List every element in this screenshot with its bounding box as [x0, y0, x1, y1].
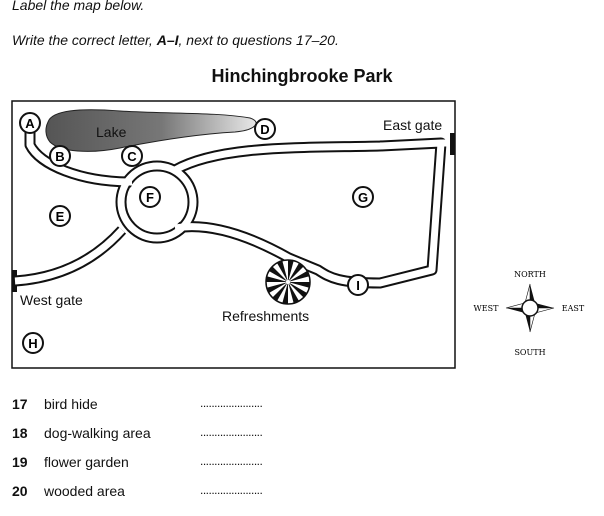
- question-text: bird hide: [44, 396, 98, 412]
- park-boundary: [11, 100, 456, 369]
- instruction-write-letter: Write the correct letter, A–I, next to q…: [12, 32, 339, 48]
- answer-blank[interactable]: ......................: [200, 483, 263, 497]
- kiosk-segment: [288, 282, 310, 288]
- footpaths: [14, 132, 448, 289]
- instruction-label-map: Label the map below.: [12, 0, 145, 13]
- marker-d-letter: D: [260, 122, 269, 137]
- answer-blank[interactable]: ......................: [200, 396, 263, 410]
- lake-label: Lake: [96, 124, 127, 140]
- answer-blank[interactable]: ......................: [200, 425, 263, 439]
- east-gate-marker: [450, 133, 455, 155]
- lake: [45, 109, 257, 152]
- kiosk-segment: [288, 271, 310, 282]
- answer-blank[interactable]: ......................: [200, 454, 263, 468]
- map-title: Hinchingbrooke Park: [211, 66, 393, 86]
- instruction-prefix: Write the correct letter,: [12, 32, 157, 48]
- instruction-letters: A–I: [156, 32, 179, 48]
- marker-d: D: [254, 118, 276, 140]
- marker-b: B: [49, 145, 71, 167]
- marker-h: H: [22, 332, 44, 354]
- question-number: 20: [12, 483, 28, 499]
- marker-e: E: [49, 205, 71, 227]
- marker-h-letter: H: [28, 336, 37, 351]
- compass-rose: NORTH SOUTH WEST EAST: [474, 270, 585, 357]
- east-gate-label: East gate: [383, 117, 442, 133]
- kiosk-segment: [288, 262, 304, 282]
- question-number: 17: [12, 396, 28, 412]
- marker-b-letter: B: [55, 149, 64, 164]
- question-text: flower garden: [44, 454, 129, 470]
- compass-east: EAST: [562, 304, 585, 313]
- kiosk-segment: [288, 282, 308, 298]
- kiosk-segment: [288, 260, 294, 282]
- compass-north: NORTH: [514, 270, 546, 279]
- refreshments-kiosk: [265, 259, 311, 305]
- marker-g: G: [352, 186, 374, 208]
- marker-e-letter: E: [56, 209, 65, 224]
- kiosk-segment: [266, 276, 288, 282]
- refreshments-label: Refreshments: [222, 308, 309, 324]
- kiosk-segment: [282, 282, 288, 304]
- question-number: 19: [12, 454, 28, 470]
- marker-c-letter: C: [127, 149, 137, 164]
- compass-west: WEST: [474, 304, 500, 313]
- marker-f: F: [139, 186, 161, 208]
- marker-a: A: [19, 112, 41, 134]
- marker-a-letter: A: [25, 116, 35, 131]
- marker-f-letter: F: [146, 190, 154, 205]
- marker-c: C: [121, 145, 143, 167]
- kiosk-segment: [272, 282, 288, 302]
- question-text: wooded area: [44, 483, 125, 499]
- kiosk-segment: [266, 282, 288, 293]
- question-number: 18: [12, 425, 28, 441]
- compass-south: SOUTH: [514, 348, 545, 357]
- kiosk-segment: [288, 282, 299, 304]
- marker-i: I: [347, 274, 369, 296]
- marker-i-letter: I: [356, 278, 360, 293]
- question-text: dog-walking area: [44, 425, 151, 441]
- kiosk-segment: [277, 260, 288, 282]
- marker-g-letter: G: [358, 190, 368, 205]
- west-gate-label: West gate: [20, 292, 83, 308]
- west-gate-marker: [12, 270, 17, 292]
- instruction-suffix: , next to questions 17–20.: [178, 32, 339, 48]
- kiosk-segment: [268, 266, 288, 282]
